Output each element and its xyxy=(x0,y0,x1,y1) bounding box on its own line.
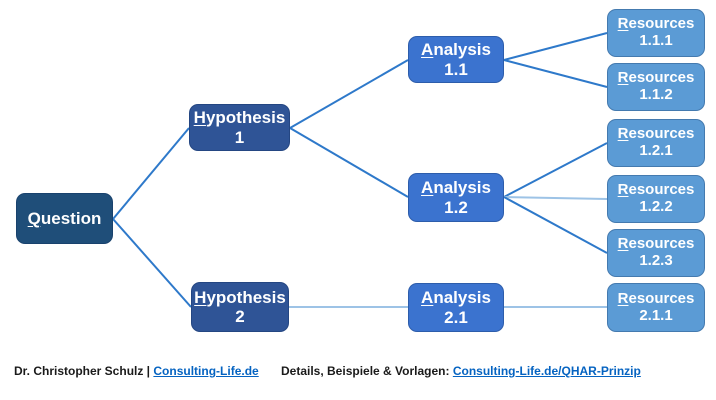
connector-question-hypothesis1 xyxy=(112,127,190,220)
node-hypothesis-1-label: Hypothesis 1 xyxy=(193,108,286,147)
node-resources-1-2-1: Resources 1.2.1 xyxy=(607,119,705,167)
connector-analysis11-res112 xyxy=(503,59,608,88)
footer-details-text: Details, Beispiele & Vorlagen: xyxy=(281,364,453,378)
footer: Dr. Christopher Schulz | Consulting-Life… xyxy=(0,364,716,384)
node-resources-1-2-2-label: Resources 1.2.2 xyxy=(617,181,695,215)
node-question-label: Question xyxy=(27,208,102,228)
node-analysis-1-1: Analysis 1.1 xyxy=(408,36,504,83)
node-analysis-1-1-label: Analysis 1.1 xyxy=(421,40,491,79)
connector-question-hypothesis2 xyxy=(112,218,192,308)
node-hypothesis-1: Hypothesis 1 xyxy=(189,104,290,151)
node-resources-1-1-1: Resources 1.1.1 xyxy=(607,9,705,57)
connector-analysis12-res122 xyxy=(503,196,608,200)
connector-analysis12-res121 xyxy=(503,142,608,198)
connector-analysis12-res123 xyxy=(503,196,608,254)
node-hypothesis-2: Hypothesis 2 xyxy=(191,282,289,332)
node-resources-1-1-1-label: Resources 1.1.1 xyxy=(617,15,695,49)
footer-author-text: Dr. Christopher Schulz | xyxy=(14,364,154,378)
footer-author: Dr. Christopher Schulz | Consulting-Life… xyxy=(14,364,259,378)
footer-details-link[interactable]: Consulting-Life.de/QHAR-Prinzip xyxy=(452,364,641,378)
node-resources-1-1-2-label: Resources 1.1.2 xyxy=(617,69,695,103)
node-question: Question xyxy=(16,193,113,244)
node-resources-1-2-3-label: Resources 1.2.3 xyxy=(617,235,695,269)
node-analysis-2-1-label: Analysis 2.1 xyxy=(421,288,491,327)
node-analysis-2-1: Analysis 2.1 xyxy=(408,283,504,332)
node-resources-1-2-1-label: Resources 1.2.1 xyxy=(617,125,695,159)
footer-details: Details, Beispiele & Vorlagen: Consultin… xyxy=(281,364,641,378)
node-analysis-1-2-label: Analysis 1.2 xyxy=(421,178,491,217)
node-resources-2-1-1-label: Resources 2.1.1 xyxy=(617,289,695,324)
node-resources-1-2-3: Resources 1.2.3 xyxy=(607,229,705,277)
node-resources-2-1-1: Resources 2.1.1 xyxy=(607,283,705,332)
node-hypothesis-2-label: Hypothesis 2 xyxy=(194,287,286,326)
node-analysis-1-2: Analysis 1.2 xyxy=(408,173,504,222)
connector-hypothesis1-analysis11 xyxy=(289,59,409,129)
node-resources-1-2-2: Resources 1.2.2 xyxy=(607,175,705,223)
connector-hypothesis1-analysis12 xyxy=(289,127,409,198)
connector-analysis11-res111 xyxy=(503,32,608,61)
footer-author-link[interactable]: Consulting-Life.de xyxy=(153,364,259,378)
node-resources-1-1-2: Resources 1.1.2 xyxy=(607,63,705,111)
